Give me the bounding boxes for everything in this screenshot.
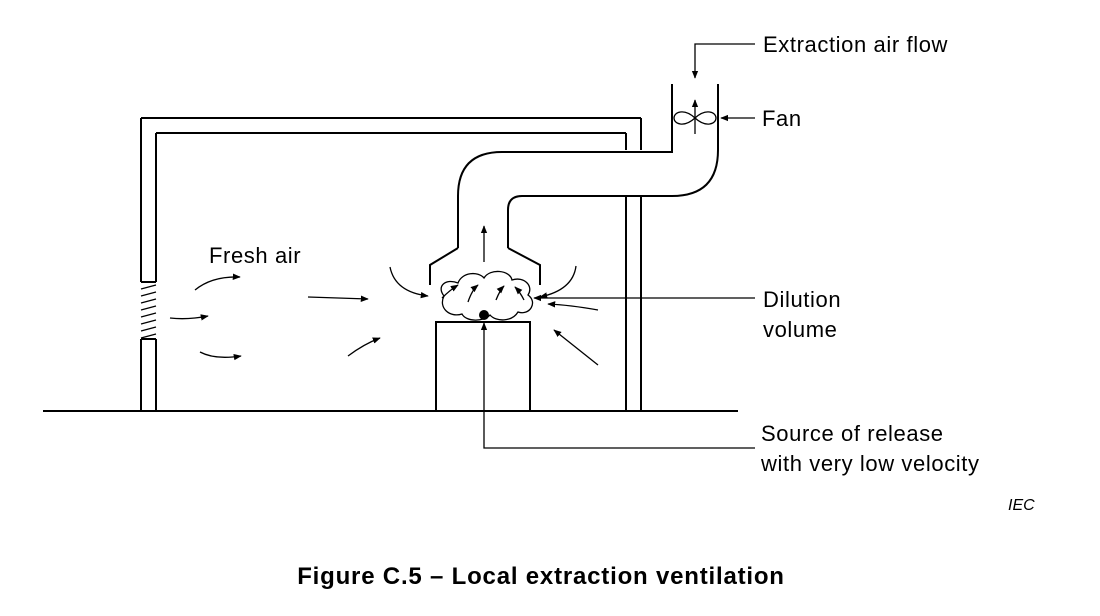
dilution-volume-label-line2: volume [763, 317, 838, 342]
source-of-release-label-line1: Source of release [761, 421, 944, 446]
extraction-air-flow-label: Extraction air flow [763, 32, 948, 57]
fresh-air-arrows [169, 265, 599, 366]
extraction-duct [429, 84, 719, 285]
source-bench [435, 321, 531, 412]
wall-opening-hatch [140, 284, 157, 339]
room-walls [140, 117, 642, 411]
iec-credit: IEC [1008, 497, 1035, 514]
fan-label: Fan [762, 106, 802, 131]
source-of-release-label-line2: with very low velocity [760, 451, 980, 476]
fresh-air-label: Fresh air [209, 243, 301, 268]
source-of-release-dot [479, 310, 489, 320]
figure-caption: Figure C.5 – Local extraction ventilatio… [297, 563, 785, 590]
fan-icon [673, 99, 717, 134]
dilution-cloud [440, 270, 534, 321]
dilution-volume-label-line1: Dilution [763, 287, 841, 312]
leader-lines [480, 43, 755, 449]
